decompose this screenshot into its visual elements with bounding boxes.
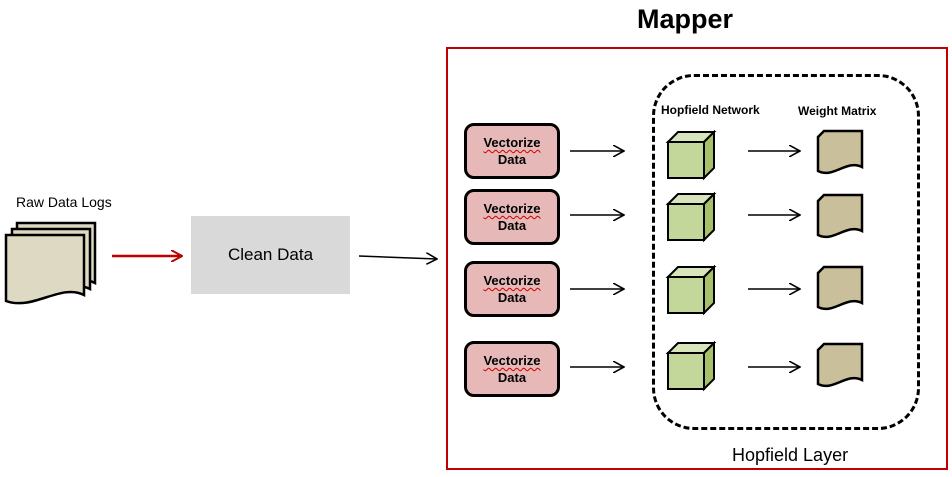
- vectorize-label-line2: Data: [497, 152, 527, 167]
- weight-matrix-document-icon: [816, 265, 864, 311]
- raw-data-logs-icon: [4, 221, 97, 305]
- hopfield-layer-container: [652, 74, 920, 430]
- hopfield-network-header: Hopfield Network: [661, 103, 760, 117]
- vectorize-label-line1: Vectorize: [483, 201, 541, 216]
- vectorize-label-line2: Data: [497, 218, 527, 233]
- mapper-container: [446, 47, 948, 470]
- weight-matrix-document-icon: [816, 342, 864, 388]
- weight-matrix-header: Weight Matrix: [798, 104, 877, 118]
- vectorize-label-line2: Data: [497, 370, 527, 385]
- cube-front-face: [667, 276, 705, 314]
- hopfield-network-cube-icon: [665, 340, 717, 392]
- vectorize-label-line1: Vectorize: [483, 353, 541, 368]
- raw-data-logs-label: Raw Data Logs: [16, 194, 112, 210]
- mapper-title: Mapper: [636, 4, 734, 34]
- arrow-clean-to-mapper: [358, 256, 437, 259]
- log-document-shape: [4, 233, 86, 305]
- vectorize-data-node: Vectorize Data: [464, 123, 560, 179]
- clean-data-node: Clean Data: [191, 216, 350, 294]
- vectorize-data-node: Vectorize Data: [464, 341, 560, 397]
- cube-front-face: [667, 203, 705, 241]
- weight-matrix-document-icon: [816, 129, 864, 175]
- vectorize-label-line1: Vectorize: [483, 135, 541, 150]
- hopfield-network-cube-icon: [665, 129, 717, 181]
- vectorize-label-line1: Vectorize: [483, 273, 541, 288]
- weight-matrix-document-icon: [816, 193, 864, 239]
- vectorize-data-node: Vectorize Data: [464, 261, 560, 317]
- vectorize-label-line2: Data: [497, 290, 527, 305]
- hopfield-network-cube-icon: [665, 264, 717, 316]
- clean-data-label: Clean Data: [227, 245, 314, 264]
- cube-front-face: [667, 141, 705, 179]
- cube-front-face: [667, 352, 705, 390]
- hopfield-layer-label: Hopfield Layer: [732, 445, 849, 465]
- vectorize-data-node: Vectorize Data: [464, 189, 560, 245]
- node-shapes: [4, 129, 864, 392]
- connector-arrows: [112, 151, 800, 367]
- hopfield-network-cube-icon: [665, 191, 717, 243]
